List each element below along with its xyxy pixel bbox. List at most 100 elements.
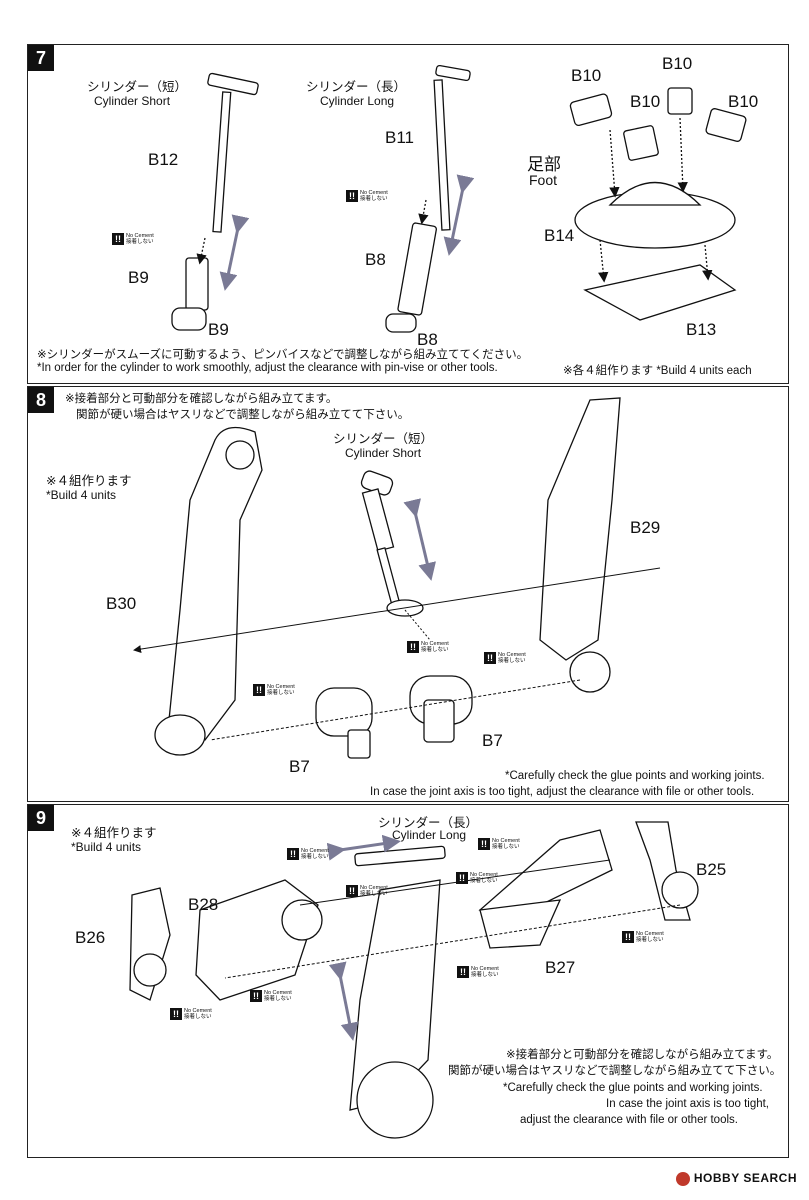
no-cement-en: No Cement (498, 652, 526, 658)
watermark: HOBBY SEARCH (675, 1171, 797, 1186)
part-label-b30: B30 (106, 594, 137, 613)
warning-icon: !! (250, 990, 262, 1002)
part-label-b9: B9 (128, 268, 149, 287)
step-8-note-en-1: *Carefully check the glue points and wor… (505, 770, 765, 782)
part-label-b29: B29 (630, 518, 661, 537)
step-8-cylinder-short-en: Cylinder Short (345, 446, 422, 460)
part-label-b8: B8 (365, 250, 386, 269)
no-cement-en: No Cement (421, 641, 449, 647)
warning-icon: !! (622, 931, 634, 943)
step-8-note-en-2: In case the joint axis is too tight, adj… (370, 786, 755, 798)
warning-icon: !! (456, 872, 468, 884)
step-8-panel (27, 386, 789, 802)
part-label-b8: B8 (417, 330, 438, 349)
step-9-note-en-3: adjust the clearance with file or other … (520, 1114, 738, 1126)
cylinder-short-jp-label: シリンダー（短） (87, 80, 188, 94)
step-9-note-jp-1: ※接着部分と可動部分を確認しながら組み立てます。 (506, 1049, 779, 1061)
step-7-number: 7 (28, 45, 54, 71)
part-label-b10: B10 (571, 66, 602, 85)
part-label-b9: B9 (208, 320, 229, 339)
warning-icon: !! (170, 1008, 182, 1020)
part-label-b13: B13 (686, 320, 717, 339)
step-8-number: 8 (28, 387, 54, 413)
warning-icon: !! (457, 966, 469, 978)
part-label-b7: B7 (289, 757, 310, 776)
no-cement-jp: 接着しない (471, 972, 499, 978)
step-7-build-note: ※各４組作ります *Build 4 units each (563, 365, 752, 377)
no-cement-jp: 接着しない (360, 196, 388, 202)
warning-icon: !! (407, 641, 419, 653)
step-9-note-en-2: In case the joint axis is too tight, (606, 1098, 770, 1110)
no-cement-en: No Cement (301, 848, 329, 854)
no-cement-jp: 接着しない (264, 996, 292, 1002)
step-9-build-en: *Build 4 units (71, 840, 142, 854)
no-cement-jp: 接着しない (184, 1014, 212, 1020)
part-label-b7: B7 (482, 731, 503, 750)
no-cement-en: No Cement (184, 1008, 212, 1014)
part-label-b27: B27 (545, 958, 576, 977)
no-cement-en: No Cement (492, 838, 520, 844)
step-9-note-jp-2: 関節が硬い場合はヤスリなどで調整しながら組み立てて下さい。 (448, 1065, 782, 1077)
step-9-number: 9 (28, 805, 54, 831)
no-cement-en: No Cement (471, 966, 499, 972)
no-cement-jp: 接着しない (636, 937, 664, 943)
cylinder-short-en-label: Cylinder Short (94, 94, 171, 108)
no-cement-en: No Cement (360, 190, 388, 196)
step-7-note-en: *In order for the cylinder to work smoot… (37, 362, 498, 374)
part-label-b11: B11 (385, 128, 414, 147)
warning-icon: !! (287, 848, 299, 860)
step-8-cylinder-short-jp: シリンダー（短） (333, 432, 434, 446)
no-cement-jp: 接着しない (360, 891, 388, 897)
no-cement-en: No Cement (470, 872, 498, 878)
step-7-note-jp: ※シリンダーがスムーズに可動するよう、ピンバイスなどで調整しながら組み立ててくだ… (37, 349, 529, 361)
no-cement-jp: 接着しない (267, 690, 295, 696)
step-8-build-en: *Build 4 units (46, 488, 117, 502)
no-cement-jp: 接着しない (498, 658, 526, 664)
part-label-b25: B25 (696, 860, 727, 879)
step-9-cylinder-long-en: Cylinder Long (392, 828, 467, 842)
part-label-b14: B14 (544, 226, 575, 245)
step-8-build-jp: ※４組作ります (46, 474, 132, 488)
no-cement-en: No Cement (267, 684, 295, 690)
no-cement-en: No Cement (264, 990, 292, 996)
no-cement-jp: 接着しない (492, 844, 520, 850)
no-cement-jp: 接着しない (421, 647, 449, 653)
step-9-build-jp: ※４組作ります (71, 826, 157, 840)
no-cement-en: No Cement (636, 931, 664, 937)
foot-en-label: Foot (529, 172, 558, 188)
warning-icon: !! (253, 684, 265, 696)
no-cement-en: No Cement (360, 885, 388, 891)
warning-icon: !! (478, 838, 490, 850)
warning-icon: !! (112, 233, 124, 245)
part-label-b12: B12 (148, 150, 179, 169)
step-8-intro-jp-1: ※接着部分と可動部分を確認しながら組み立てます。 (65, 393, 338, 405)
warning-icon: !! (346, 885, 358, 897)
watermark-text: HOBBY SEARCH (693, 1171, 797, 1186)
step-9-cylinder-long-jp: シリンダー（長） (378, 816, 479, 830)
part-label-b10: B10 (630, 92, 661, 111)
part-label-b26: B26 (75, 928, 106, 947)
no-cement-jp: 接着しない (126, 239, 154, 245)
cylinder-long-en-label: Cylinder Long (320, 94, 395, 108)
cylinder-long-jp-label: シリンダー（長） (306, 80, 407, 94)
hobby-search-logo-icon (675, 1172, 690, 1186)
part-label-b10: B10 (662, 54, 693, 73)
no-cement-en: No Cement (126, 233, 154, 239)
part-label-b10: B10 (728, 92, 759, 111)
part-label-b28: B28 (188, 895, 219, 914)
no-cement-jp: 接着しない (470, 878, 498, 884)
